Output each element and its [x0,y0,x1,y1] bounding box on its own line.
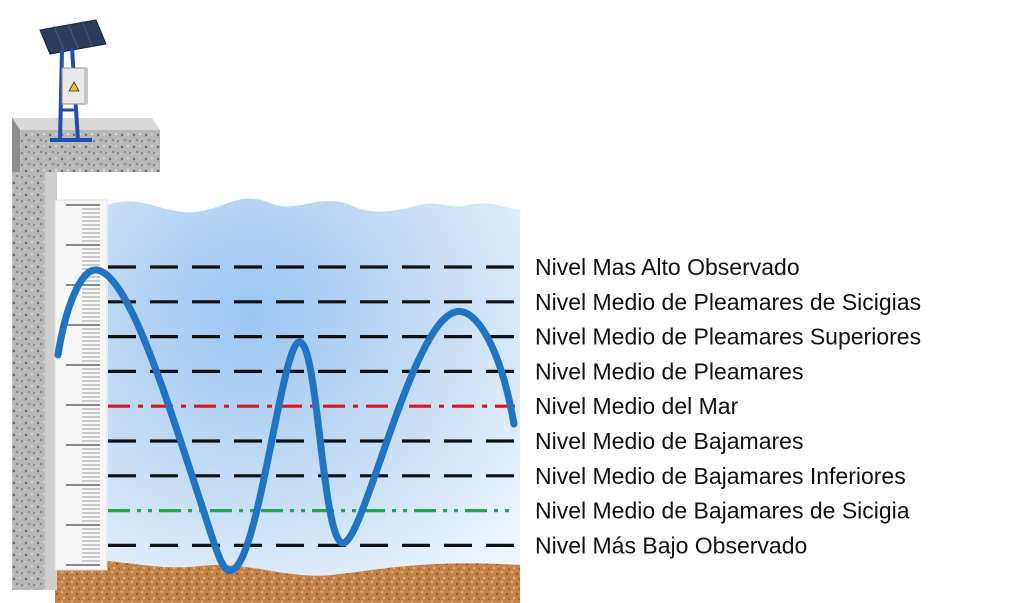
tide-staff-gauge [54,199,108,571]
level-label: Nivel Medio de Pleamares de Sicigias [535,289,921,315]
seabed-sediment [55,559,520,603]
equipment-box-icon [61,67,88,105]
concrete-pillar [12,118,160,590]
tide-curve [54,266,518,574]
solar-panel-icon [39,19,107,55]
level-label: Nivel Medio de Bajamares Inferiores [535,463,906,489]
level-label: Nivel Medio de Pleamares Superiores [535,324,921,350]
level-label: Nivel Medio de Bajamares [535,428,803,454]
level-label: Nivel Mas Alto Observado [535,254,800,280]
level-lines [108,265,515,548]
warning-icon [68,81,80,92]
level-label: Nivel Medio de Pleamares [535,358,803,384]
level-label: Nivel Medio de Bajamares de Sicigia [535,498,910,524]
level-label: Nivel Más Bajo Observado [535,532,807,558]
level-label: Nivel Medio del Mar [535,393,739,419]
